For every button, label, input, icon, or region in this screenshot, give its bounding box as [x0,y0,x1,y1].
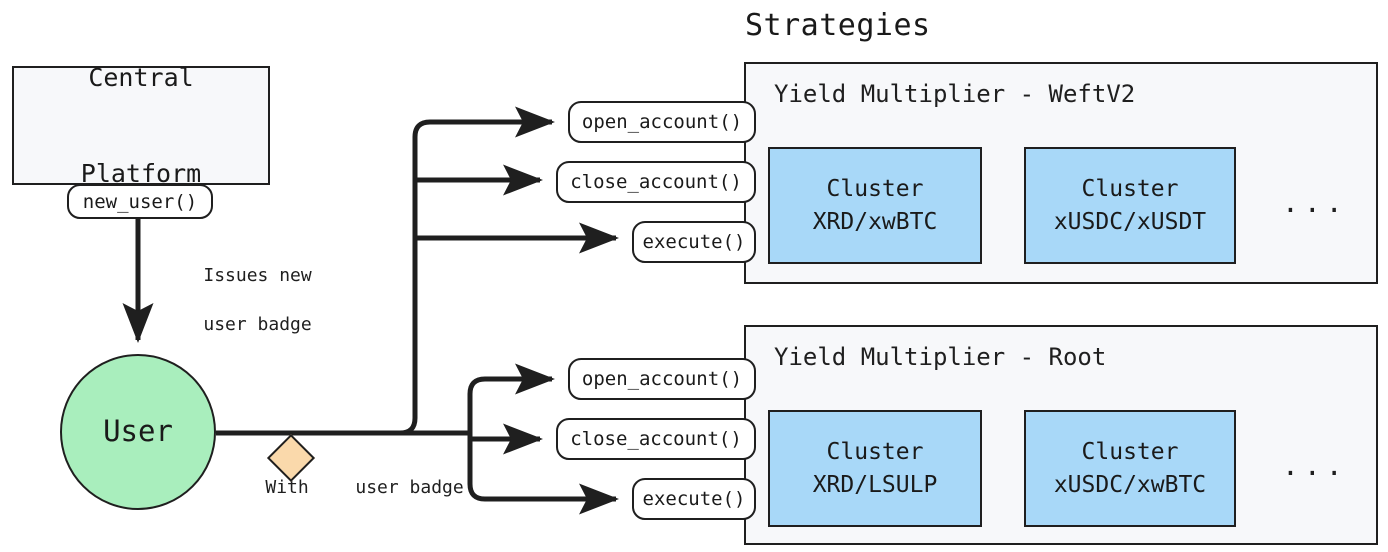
central-platform-node[interactable]: Central Platform [12,63,270,188]
edge-label-issues-line1: Issues new [203,265,312,287]
strategies-title: Strategies [745,8,931,43]
user-node[interactable]: User [60,354,216,510]
method-open-account-root-label: open_account() [581,368,743,390]
cluster-pair: XRD/xwBTC [812,208,938,235]
method-execute-root-label: execute() [642,488,746,510]
cluster-heading: Cluster [1081,438,1179,465]
strategies-title-text: Strategies [745,8,931,43]
method-open-account-weftv2-label: open_account() [581,111,743,133]
cluster-box[interactable]: Cluster XRD/xwBTC [768,147,982,264]
method-new-user-label: new_user() [82,190,198,213]
central-platform-line1: Central [88,62,194,92]
strategy-panel-root[interactable]: Yield Multiplier - Root Cluster XRD/LSUL… [744,325,1378,545]
edge-label-issues-line2: user badge [203,313,312,335]
user-node-label: User [103,414,173,449]
cluster-box[interactable]: Cluster XRD/LSULP [768,410,982,527]
cluster-pair: XRD/LSULP [812,471,938,498]
method-execute-weftv2[interactable]: execute() [632,221,756,263]
cluster-heading: Cluster [826,438,924,465]
cluster-box[interactable]: Cluster xUSDC/xwBTC [1024,410,1236,527]
more-clusters-ellipsis: ... [1282,186,1348,219]
cluster-box[interactable]: Cluster xUSDC/xUSDT [1024,147,1236,264]
method-open-account-weftv2[interactable]: open_account() [568,101,756,143]
edge-label-issues-new-user-badge: Issues new user badge [160,240,312,361]
cluster-heading: Cluster [1081,175,1179,202]
method-close-account-root-label: close_account() [570,428,742,450]
cluster-heading: Cluster [826,175,924,202]
edge-label-with-text: With [265,477,309,499]
method-close-account-weftv2[interactable]: close_account() [556,161,756,203]
method-new-user[interactable]: new_user() [67,184,213,219]
strategy-title-root: Yield Multiplier - Root [774,343,1107,371]
method-execute-root[interactable]: execute() [632,478,756,520]
cluster-pair: xUSDC/xUSDT [1053,208,1207,235]
method-execute-weftv2-label: execute() [642,231,746,253]
central-platform-line2: Platform [80,158,202,188]
edge-trunk-riser-up [399,106,555,436]
edge-label-user-badge-text: user badge [355,477,464,499]
cluster-pair: xUSDC/xwBTC [1053,471,1207,498]
strategy-panel-weftv2[interactable]: Yield Multiplier - WeftV2 Cluster XRD/xw… [744,62,1378,284]
edge-label-user-badge: user badge [312,452,464,525]
edge-branch-root-open [467,363,555,433]
method-open-account-root[interactable]: open_account() [568,358,756,400]
method-close-account-weftv2-label: close_account() [570,171,742,193]
method-close-account-root[interactable]: close_account() [556,418,756,460]
edge-label-with: With [222,452,309,525]
strategy-title-weftv2: Yield Multiplier - WeftV2 [774,80,1136,108]
more-clusters-ellipsis: ... [1282,449,1348,482]
